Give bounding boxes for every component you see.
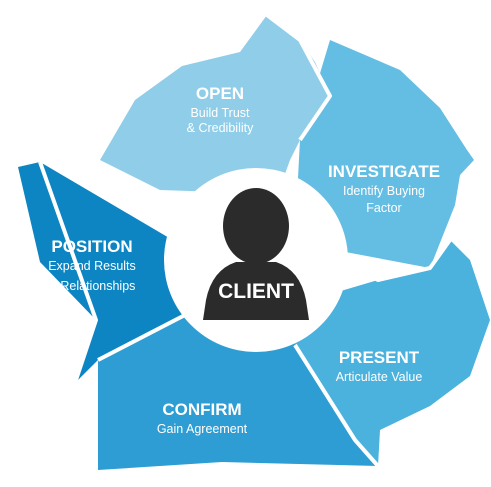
- open-description-line-1: Build Trust: [190, 106, 250, 120]
- confirm-title: CONFIRM: [162, 400, 241, 419]
- position-description-line-1: Expand Results: [48, 259, 136, 273]
- open-arrow-segment: [100, 15, 330, 210]
- segment-separators: [38, 13, 452, 468]
- present-label: PRESENT Articulate Value: [336, 348, 423, 384]
- center-label: CLIENT: [218, 280, 294, 303]
- confirm-description-line-1: Gain Agreement: [157, 422, 248, 436]
- investigate-description-line-2: Factor: [366, 201, 401, 215]
- investigate-title: INVESTIGATE: [328, 162, 440, 181]
- open-description-line-2: & Credibility: [187, 121, 254, 135]
- position-description-line-2: & Relationships: [49, 279, 136, 293]
- person-icon: [203, 188, 309, 320]
- investigate-arrow-segment: [296, 40, 474, 268]
- investigate-label: INVESTIGATE Identify Buying Factor: [328, 162, 440, 215]
- position-label: POSITION Expand Results & Relationships: [48, 237, 136, 293]
- position-title: POSITION: [51, 237, 132, 256]
- present-title: PRESENT: [339, 348, 420, 367]
- segment-labels: OPEN Build Trust & Credibility INVESTIGA…: [48, 84, 440, 436]
- present-description-line-1: Articulate Value: [336, 370, 423, 384]
- confirm-label: CONFIRM Gain Agreement: [157, 400, 248, 436]
- open-title: OPEN: [196, 84, 244, 103]
- investigate-description-line-1: Identify Buying: [343, 184, 425, 198]
- position-arrow-segment: [18, 162, 214, 383]
- open-label: OPEN Build Trust & Credibility: [187, 84, 254, 135]
